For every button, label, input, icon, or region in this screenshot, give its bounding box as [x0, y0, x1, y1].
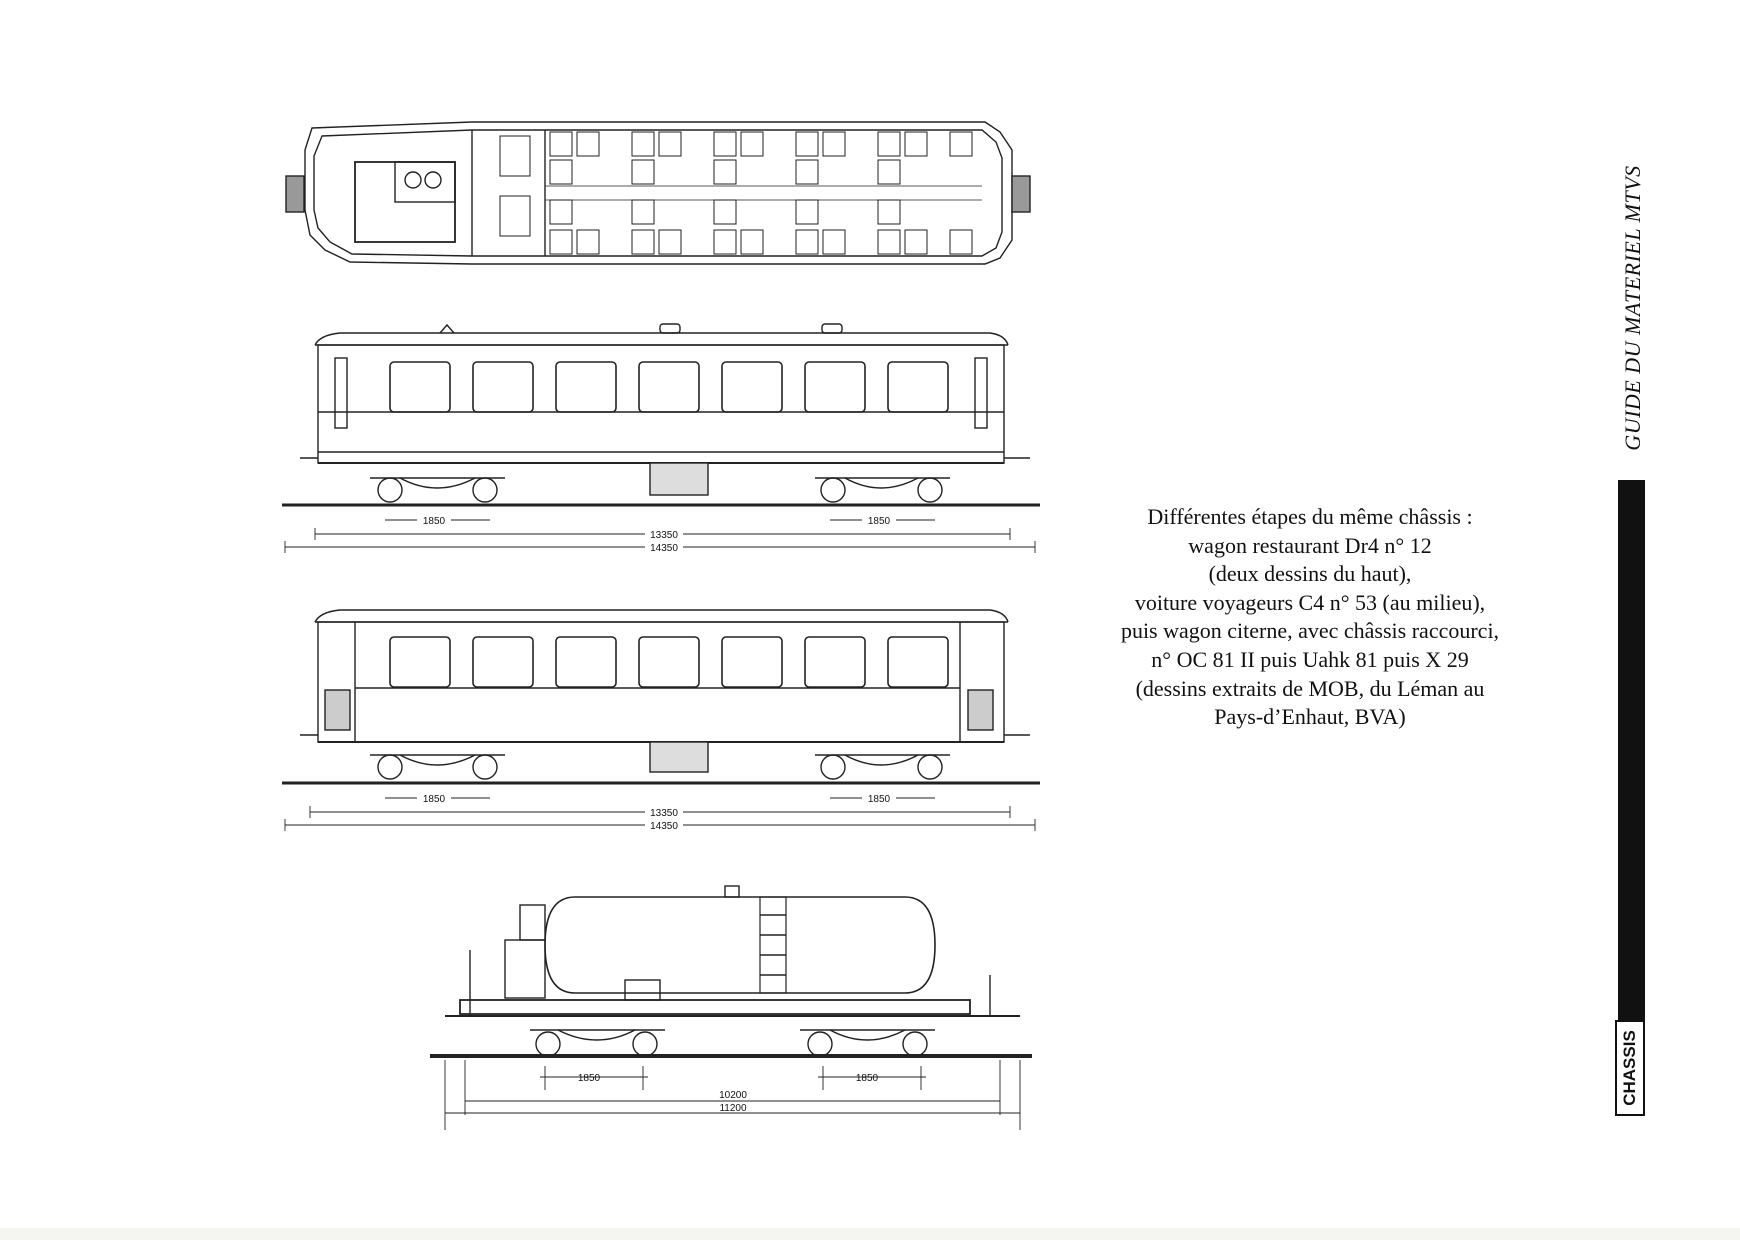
c4-body-length-dim: 13350	[650, 808, 678, 819]
dr4-bogie-right	[815, 477, 950, 503]
c4-side-view	[282, 609, 1040, 831]
dr4-bogie-left-dim: 1850	[423, 516, 446, 527]
figure-caption: Différentes étapes du même châssis : wag…	[1100, 503, 1520, 732]
caption-line: puis wagon citerne, avec châssis raccour…	[1120, 618, 1500, 644]
tank-bogie-right	[800, 1029, 935, 1057]
tank-bogie-right-dim: 1850	[856, 1073, 879, 1084]
caption-line: voiture voyageurs C4 n° 53 (au milieu),	[1134, 589, 1486, 615]
tank-body-length-dim: 10200	[719, 1090, 747, 1101]
dr4-body-length-dim: 13350	[650, 530, 678, 541]
c4-bogie-left	[370, 754, 505, 780]
c4-bogie-left-dim: 1850	[423, 794, 446, 805]
c4-total-length-dim: 14350	[650, 821, 678, 832]
tank-bogie-left	[530, 1029, 665, 1057]
section-label-box: CHASSIS	[1615, 1020, 1645, 1116]
guide-title-text: GUIDE DU MATERIEL MTVS	[1620, 165, 1645, 451]
dr4-plan-view	[285, 121, 1031, 265]
section-tab-bar	[1618, 480, 1645, 1020]
dr4-bogie-right-dim: 1850	[868, 516, 891, 527]
caption-line: (deux dessins du haut),	[1208, 561, 1412, 587]
tank-total-length-dim: 11200	[719, 1103, 747, 1114]
dr4-bogie-left	[370, 477, 505, 503]
caption-line: Pays-d’Enhaut, BVA)	[1214, 704, 1406, 730]
tank-wagon-view	[430, 885, 1032, 1130]
page-bottom-edge	[0, 1228, 1740, 1240]
caption-line: (dessins extraits de MOB, du Léman au	[1135, 675, 1485, 701]
caption-line: Différentes étapes du même châssis :	[1147, 504, 1473, 529]
c4-bogie-right	[815, 754, 950, 780]
caption-line: n° OC 81 II puis Uahk 81 puis X 29	[1151, 646, 1469, 672]
section-label: CHASSIS	[1620, 1030, 1639, 1106]
guide-title: GUIDE DU MATERIEL MTVS	[1618, 138, 1648, 478]
dr4-side-view	[282, 323, 1040, 553]
caption-line: wagon restaurant Dr4 n° 12	[1188, 532, 1432, 558]
tank-bogie-left-dim: 1850	[578, 1073, 601, 1084]
c4-bogie-right-dim: 1850	[868, 794, 891, 805]
dr4-total-length-dim: 14350	[650, 543, 678, 554]
